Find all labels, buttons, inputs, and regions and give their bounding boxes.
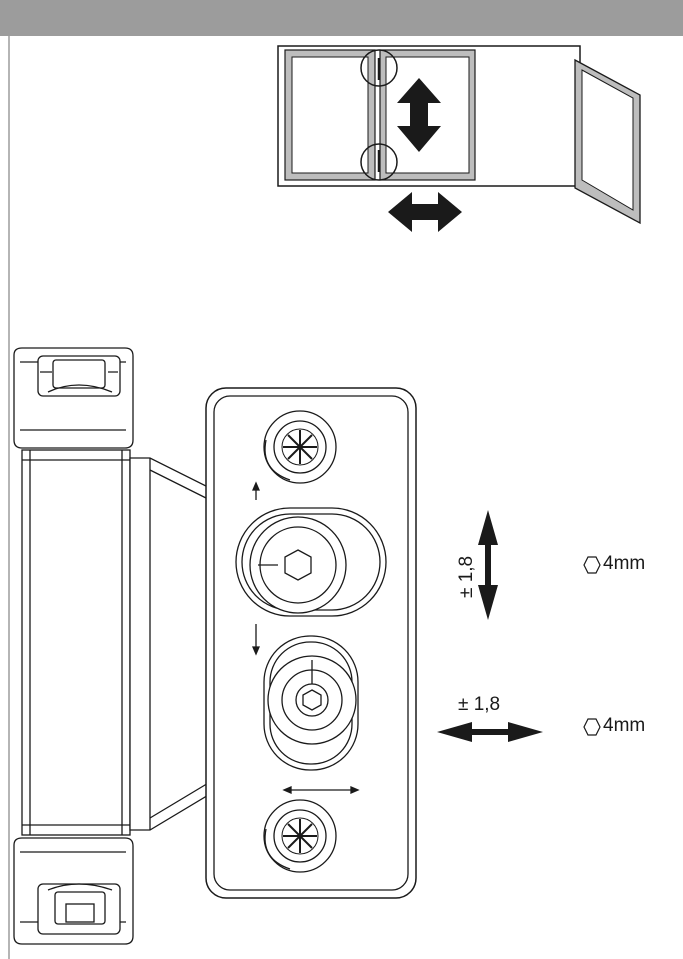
eccentric-horizontal: [263, 635, 360, 794]
bottom-hinge-knuckle: [13, 837, 134, 945]
double-arrow-vertical-icon: [478, 510, 498, 620]
margin-rule: [8, 36, 10, 959]
double-arrow-vertical-icon: [397, 78, 441, 152]
hex-key-icon: [583, 718, 601, 736]
horizontal-range-label: ± 1,8: [458, 694, 501, 715]
hinge-arm: [129, 457, 211, 831]
header-bar: [0, 0, 683, 36]
horizontal-tool-label: 4mm: [603, 715, 646, 736]
eccentric-vertical: [235, 481, 387, 656]
screw-top-icon: [263, 410, 337, 484]
hex-key-icon: [583, 556, 601, 574]
double-arrow-horizontal-icon: [388, 192, 462, 232]
vertical-tool-label: 4mm: [603, 553, 646, 574]
cabinet-frame: [277, 45, 641, 225]
hinge-barrel: [21, 449, 131, 836]
vertical-range-label: ± 1,8: [456, 555, 477, 598]
double-arrow-horizontal-icon: [437, 722, 543, 742]
top-hinge-knuckle: [13, 347, 134, 449]
screw-bottom-icon: [263, 799, 337, 873]
hinge-detail-circles: [360, 49, 398, 181]
